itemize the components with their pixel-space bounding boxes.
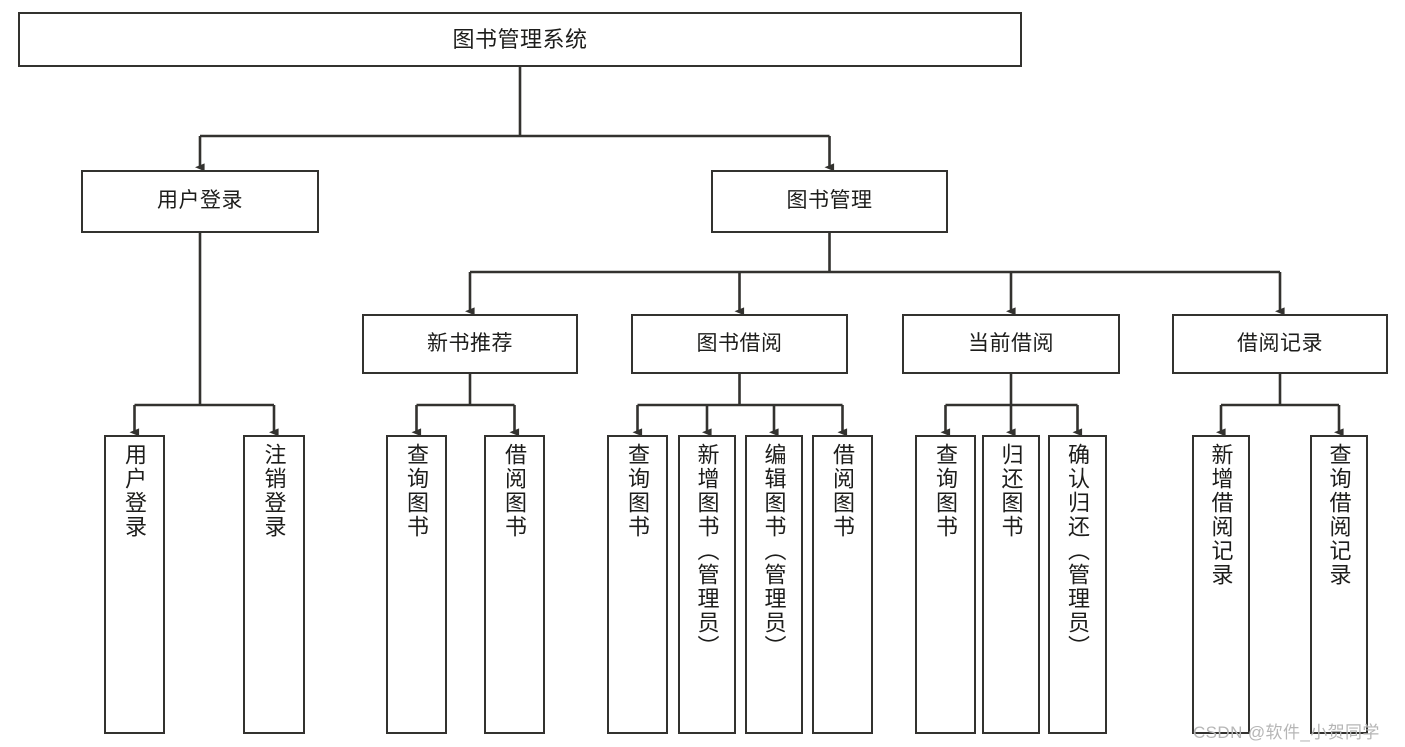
node-book-manage[interactable]: 图书管理	[711, 170, 948, 233]
node-user-login[interactable]: 用户登录	[81, 170, 319, 233]
node-label: 用户登录	[157, 189, 243, 213]
node-leaf-add-record[interactable]: 新增借阅记录	[1192, 435, 1250, 734]
node-label: 编辑图书（管理员）	[761, 443, 787, 659]
csdn-watermark: CSDN @软件_小贺同学	[1193, 723, 1380, 742]
node-leaf-borrow-book-2[interactable]: 借阅图书	[812, 435, 873, 734]
node-label: 借阅记录	[1237, 331, 1323, 355]
node-label: 借阅图书	[830, 443, 856, 539]
node-label: 查询图书	[625, 443, 651, 539]
node-label: 查询图书	[933, 443, 959, 539]
node-label: 归还图书	[998, 443, 1024, 539]
node-label: 新增图书（管理员）	[694, 443, 720, 659]
node-leaf-return-book[interactable]: 归还图书	[982, 435, 1040, 734]
node-leaf-add-book[interactable]: 新增图书（管理员）	[678, 435, 736, 734]
node-label: 借阅图书	[502, 443, 528, 539]
node-label: 新书推荐	[427, 331, 513, 355]
node-root[interactable]: 图书管理系统	[18, 12, 1022, 67]
node-leaf-borrow-book-1[interactable]: 借阅图书	[484, 435, 545, 734]
node-leaf-user-login[interactable]: 用户登录	[104, 435, 165, 734]
node-leaf-query-record[interactable]: 查询借阅记录	[1310, 435, 1368, 734]
node-leaf-logout[interactable]: 注销登录	[243, 435, 305, 734]
node-label: 查询图书	[404, 443, 430, 539]
node-book-borrow[interactable]: 图书借阅	[631, 314, 848, 374]
node-label: 确认归还（管理员）	[1065, 443, 1091, 659]
node-label: 注销登录	[261, 443, 287, 539]
node-label: 图书管理系统	[452, 26, 588, 52]
node-label: 图书借阅	[696, 331, 783, 355]
node-label: 图书管理	[786, 189, 873, 213]
node-label: 用户登录	[122, 443, 148, 539]
node-new-book-rec[interactable]: 新书推荐	[362, 314, 578, 374]
node-label: 查询借阅记录	[1326, 443, 1352, 587]
node-leaf-query-book-1[interactable]: 查询图书	[386, 435, 447, 734]
node-leaf-confirm-return[interactable]: 确认归还（管理员）	[1048, 435, 1107, 734]
node-current-borrow[interactable]: 当前借阅	[902, 314, 1120, 374]
node-label: 当前借阅	[968, 331, 1054, 355]
node-leaf-edit-book[interactable]: 编辑图书（管理员）	[745, 435, 803, 734]
node-borrow-record[interactable]: 借阅记录	[1172, 314, 1388, 374]
node-label: 新增借阅记录	[1208, 443, 1234, 587]
node-leaf-query-book-2[interactable]: 查询图书	[607, 435, 668, 734]
node-leaf-query-book-3[interactable]: 查询图书	[915, 435, 976, 734]
